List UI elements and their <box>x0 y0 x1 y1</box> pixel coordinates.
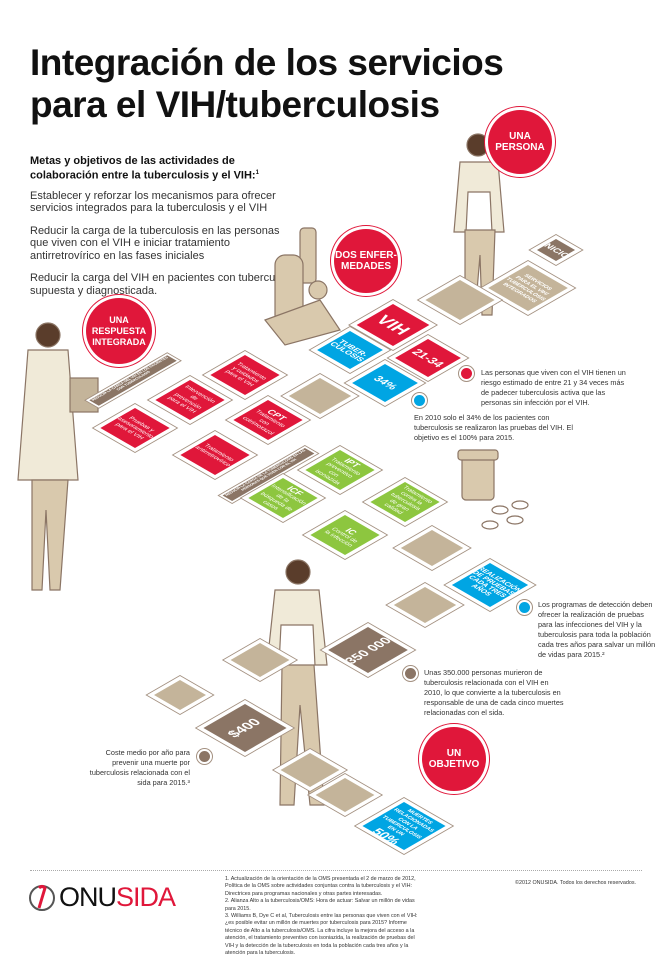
note-marker-red <box>461 368 472 379</box>
note-programas: Los programas de detección deben ofrecer… <box>538 600 656 659</box>
circle-una-persona: UNA PERSONA <box>488 110 552 174</box>
note-pruebas-2010: En 2010 solo el 34% de los pacientes con… <box>414 413 573 442</box>
goals-heading: Metas y objetivos de las actividades de … <box>30 155 259 182</box>
woman-doctor-figure <box>17 322 99 591</box>
note-coste: Coste medio por año para prevenir una mu… <box>89 748 190 787</box>
note-marker-blue <box>414 395 425 406</box>
un-emblem-icon <box>29 884 55 911</box>
note-muertes: Unas 350.000 personas murieron de tuberc… <box>424 668 564 717</box>
circle-una-respuesta: UNA RESPUESTA INTEGRADA <box>86 298 152 364</box>
circle-dos-enfermedades: DOS ENFER-MEDADES <box>334 229 398 293</box>
goal-item: Establecer y reforzar los mecanismos par… <box>30 189 276 215</box>
microscope-illustration <box>264 227 341 346</box>
note-marker-brown <box>405 668 416 679</box>
onusida-logo: ONUSIDA <box>28 882 176 913</box>
note-marker-brown <box>199 751 210 762</box>
footer-divider <box>30 870 642 871</box>
pill-bottle-illustration <box>457 449 529 530</box>
circle-un-objetivo: UN OBJETIVO <box>422 727 486 791</box>
footnotes: 1. Actualización de la orientación de la… <box>225 876 418 957</box>
goal-item: Reducir la carga de la tuberculosis en l… <box>30 224 280 262</box>
copyright: ©2012 ONUSIDA. Todos los derechos reserv… <box>515 880 637 886</box>
note-riesgo: Las personas que viven con el VIH tienen… <box>481 368 626 407</box>
goal-item: Reducir la carga del VIH en pacientes co… <box>30 272 298 297</box>
goals-section: Metas y objetivos de las actividades de … <box>30 155 300 307</box>
note-marker-blue <box>519 602 530 613</box>
logo-text: ONUSIDA <box>59 882 176 912</box>
